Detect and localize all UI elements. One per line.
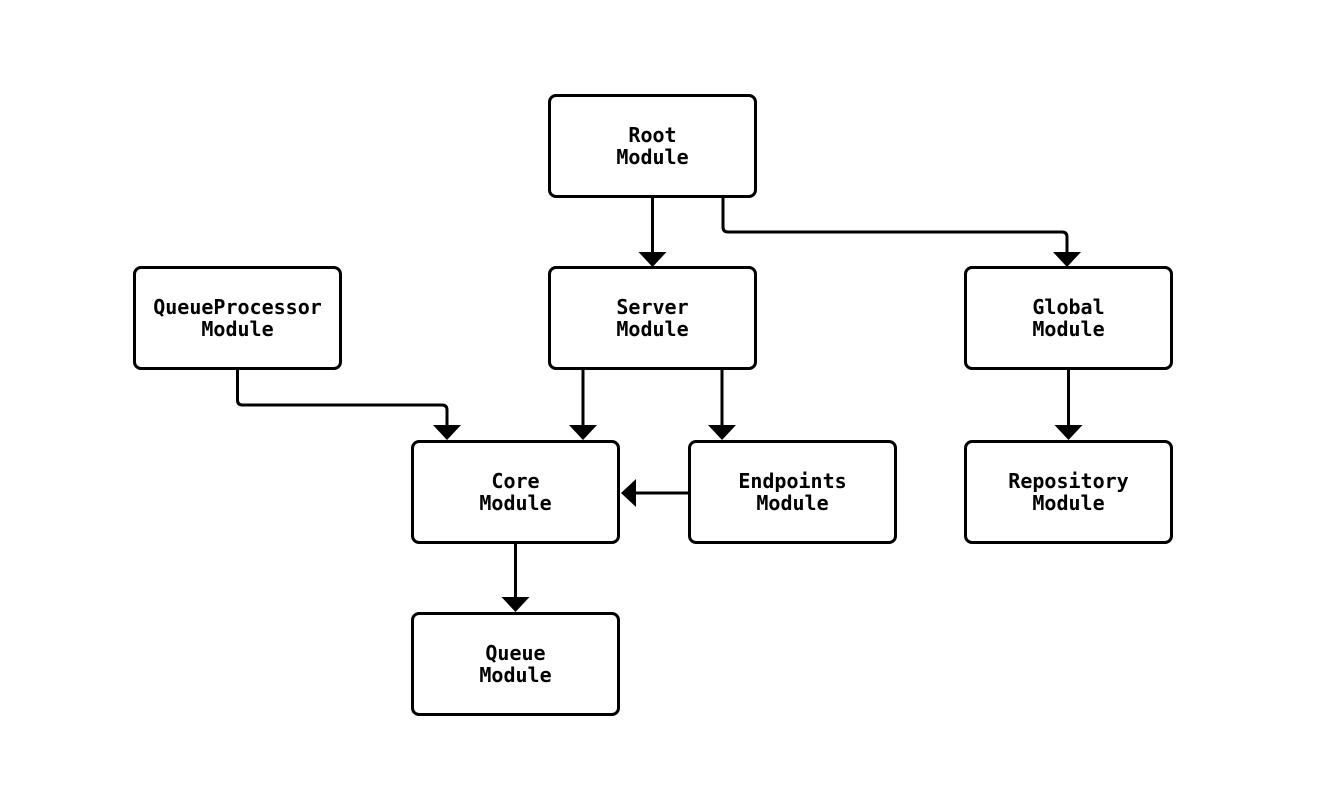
arrowhead-icon (569, 425, 597, 440)
node-queueprocessor-module-label: QueueProcessor Module (153, 295, 322, 341)
node-repository-module-label: Repository Module (1008, 469, 1129, 515)
arrowhead-icon (501, 597, 530, 612)
edge-queueprocessor-to-core (236, 370, 461, 440)
node-queueprocessor-module: QueueProcessor Module (133, 266, 342, 370)
arrowhead-icon (433, 425, 461, 440)
arrowhead-icon (638, 252, 667, 267)
arrowhead-icon (1054, 425, 1083, 440)
node-server-module-label: Server Module (616, 295, 689, 341)
arrowhead-icon (1053, 252, 1081, 267)
node-core-module-label: Core Module (479, 469, 552, 515)
edge-server-to-core (569, 370, 597, 440)
edge-server-to-endpoints (708, 370, 736, 440)
edge-root-to-global (721, 197, 1081, 267)
node-root-module-label: Root Module (616, 123, 689, 169)
edge-core-to-queue (501, 544, 530, 612)
edge-root-to-server (638, 197, 667, 267)
node-global-module-label: Global Module (1032, 295, 1105, 341)
node-core-module: Core Module (411, 440, 620, 544)
arrowhead-icon (621, 479, 636, 507)
node-endpoints-module-label: Endpoints Module (738, 469, 847, 515)
node-repository-module: Repository Module (964, 440, 1173, 544)
node-queue-module-label: Queue Module (479, 641, 552, 687)
edge-endpoints-to-core (621, 479, 688, 507)
node-queue-module: Queue Module (411, 612, 620, 716)
arrowhead-icon (708, 425, 736, 440)
node-endpoints-module: Endpoints Module (688, 440, 897, 544)
edge-global-to-repository (1054, 370, 1083, 440)
node-root-module: Root Module (548, 94, 757, 198)
node-server-module: Server Module (548, 266, 757, 370)
node-global-module: Global Module (964, 266, 1173, 370)
